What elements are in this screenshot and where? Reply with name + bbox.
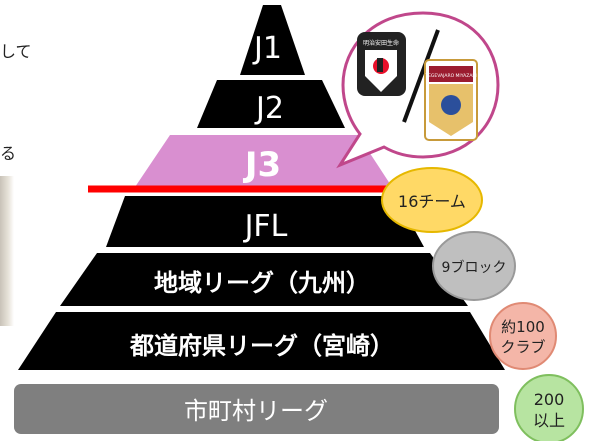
badge-100-clubs-shape: [489, 302, 557, 370]
tier-municipal: [14, 384, 499, 434]
tier-label-j3: J3: [243, 145, 281, 185]
tier-label-regional: 地域リーグ（九州）: [154, 269, 370, 297]
badge-100-clubs-line1: 約100: [501, 318, 545, 336]
badge-16-teams-text: 16チーム: [398, 192, 466, 211]
tegevajaro-crest-icon: TEGEVAJARO MIYAZAKI: [424, 59, 478, 141]
slash-divider: [402, 29, 440, 123]
tier-jfl: [106, 196, 424, 247]
background-photo-fragment: [0, 176, 14, 326]
tegevajaro-crest-text: TEGEVAJARO MIYAZAKI: [424, 73, 476, 79]
badge-100-clubs: 約100 クラブ: [489, 302, 557, 370]
tier-label-j2: J2: [254, 91, 284, 126]
badge-9-blocks-text: 9ブロック: [442, 259, 507, 276]
j-league-crest-icon: 明治安田生命: [357, 32, 406, 96]
badge-100-clubs-line2: クラブ: [500, 338, 545, 356]
badge-9-blocks-shape: [432, 231, 516, 301]
tier-prefectural: [18, 312, 505, 370]
badge-200-plus: 200 以上: [514, 374, 584, 441]
side-text-bottom: る: [0, 144, 17, 163]
badge-16-teams-shape: [381, 167, 483, 233]
tier-label-municipal: 市町村リーグ: [184, 397, 328, 425]
j-league-crest-text: 明治安田生命: [363, 39, 399, 47]
tier-j3: [133, 135, 394, 190]
tier-label-jfl: JFL: [243, 209, 288, 244]
tier-j2: [197, 80, 345, 128]
tier-j1: [240, 5, 305, 75]
badge-16-teams: 16チーム: [381, 167, 483, 233]
callout-bubble: 明治安田生命 TEGEVAJARO MIYAZAKI: [336, 11, 500, 169]
side-text-top: して: [0, 42, 32, 61]
tier-label-j1: J1: [252, 31, 282, 66]
badge-200-plus-shape: [514, 374, 584, 441]
badge-200-plus-line2: 以上: [533, 411, 565, 430]
tier-label-prefectural: 都道府県リーグ（宮崎）: [129, 332, 394, 360]
badge-200-plus-line1: 200: [534, 390, 565, 409]
badge-9-blocks: 9ブロック: [432, 231, 516, 301]
tier-regional: [60, 253, 468, 306]
